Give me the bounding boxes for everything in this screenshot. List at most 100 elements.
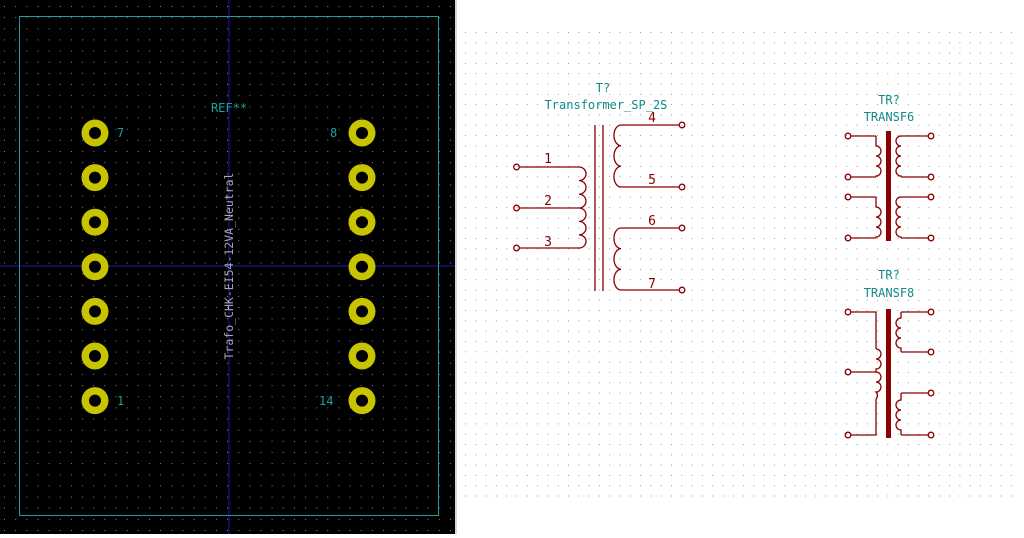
- pin-endpoint[interactable]: [927, 389, 935, 397]
- footprint-reference[interactable]: REF**: [211, 101, 247, 115]
- schematic-view[interactable]: T? Transformer_SP_2S 1: [457, 0, 1024, 534]
- grid-dot: [48, 418, 50, 420]
- symbol-reference[interactable]: TR?: [878, 93, 900, 107]
- footprint-value[interactable]: Trafo_CHK-EI54-12VA_Neutral: [222, 173, 236, 360]
- pin-endpoint[interactable]: [844, 431, 852, 439]
- grid-dot: [405, 229, 407, 230]
- grid-dot: [48, 84, 50, 85]
- grid-dot: [722, 104, 724, 106]
- symbol-value[interactable]: TRANSF8: [864, 286, 915, 300]
- grid-dot: [137, 407, 139, 409]
- pin-endpoint[interactable]: [927, 348, 935, 356]
- grid-dot: [485, 351, 487, 353]
- grid-dot: [547, 83, 549, 85]
- grid-dot: [722, 433, 724, 435]
- pin-endpoint[interactable]: [927, 308, 935, 316]
- pin-endpoint[interactable]: [927, 193, 935, 201]
- grid-dot: [774, 361, 775, 363]
- grid-dot: [126, 61, 128, 63]
- grid-dot: [959, 392, 961, 394]
- grid-dot: [516, 165, 518, 167]
- schematic-canvas[interactable]: T? Transformer_SP_2S 1: [457, 0, 1024, 534]
- symbol-transformer-sp-2s[interactable]: T? Transformer_SP_2S 1: [513, 81, 686, 294]
- pin-endpoint-1[interactable]: [513, 163, 520, 171]
- grid-dot: [609, 495, 611, 497]
- grid-dot: [537, 474, 539, 476]
- grid-dot: [743, 186, 745, 188]
- grid-dot: [969, 341, 971, 342]
- grid-dot: [238, 507, 240, 509]
- pin-endpoint[interactable]: [844, 368, 852, 376]
- symbol-reference[interactable]: TR?: [878, 268, 900, 282]
- pin-endpoint-6[interactable]: [678, 224, 686, 232]
- pin-endpoint-7[interactable]: [678, 286, 686, 294]
- grid-dot: [804, 227, 806, 229]
- grid-dot: [547, 454, 549, 456]
- grid-dot: [609, 382, 611, 384]
- pcb-footprint-view[interactable]: REF** Trafo_CHK-EI54-12VA_Neutral 7 8 1 …: [0, 0, 455, 534]
- symbol-value[interactable]: Transformer_SP_2S: [545, 98, 668, 112]
- grid-dot: [338, 251, 340, 253]
- grid-dot: [70, 385, 72, 387]
- pin-endpoint[interactable]: [844, 173, 852, 181]
- pin-endpoint[interactable]: [927, 132, 935, 140]
- grid-dot: [450, 307, 451, 308]
- pin-endpoint[interactable]: [927, 431, 935, 439]
- pin-endpoint[interactable]: [844, 308, 852, 316]
- grid-dot: [526, 248, 528, 250]
- grid-dot: [383, 184, 385, 186]
- pin-endpoint[interactable]: [927, 173, 935, 181]
- grid-dot: [835, 423, 837, 425]
- grid-dot: [485, 176, 487, 178]
- grid-dot: [856, 207, 858, 209]
- grid-dot: [48, 151, 50, 152]
- symbol-transf8[interactable]: TR? TRANSF8: [844, 268, 935, 439]
- pin-endpoint-3[interactable]: [513, 244, 520, 252]
- grid-dot: [93, 284, 95, 286]
- grid-dot: [959, 186, 961, 188]
- grid-dot: [282, 195, 284, 197]
- grid-dot: [753, 433, 755, 435]
- pane-divider[interactable]: [455, 0, 457, 534]
- symbol-reference[interactable]: T?: [596, 81, 610, 95]
- symbol-value[interactable]: TRANSF6: [864, 110, 915, 124]
- grid-dot: [182, 6, 184, 7]
- pin-endpoint[interactable]: [844, 132, 852, 140]
- pin-endpoint-2[interactable]: [513, 204, 520, 212]
- grid-dot: [825, 299, 827, 301]
- grid-dot: [980, 474, 981, 476]
- pin-endpoint-5[interactable]: [678, 183, 686, 191]
- grid-dot: [949, 320, 951, 322]
- grid-dot: [506, 135, 508, 136]
- grid-dot: [732, 145, 734, 147]
- grid-dot: [238, 362, 240, 364]
- grid-dot: [980, 207, 981, 209]
- grid-dot: [26, 440, 28, 442]
- grid-dot: [405, 251, 407, 253]
- pin-endpoint[interactable]: [844, 234, 852, 242]
- grid-dot: [293, 396, 295, 398]
- grid-dot: [928, 73, 930, 75]
- grid-dot: [327, 128, 329, 130]
- grid-dot: [1000, 258, 1002, 260]
- grid-dot: [640, 341, 642, 342]
- grid-dot: [526, 227, 528, 229]
- pin-endpoint[interactable]: [844, 193, 852, 201]
- pad-group[interactable]: [81, 119, 376, 415]
- grid-dot: [371, 106, 373, 108]
- pcb-editor-canvas[interactable]: REF** Trafo_CHK-EI54-12VA_Neutral 7 8 1 …: [0, 0, 455, 534]
- grid-dot: [856, 93, 858, 95]
- grid-dot: [360, 17, 362, 19]
- grid-dot: [691, 402, 693, 404]
- grid-dot: [722, 227, 724, 229]
- grid-dot: [640, 433, 642, 435]
- grid-dot: [227, 262, 228, 264]
- grid-dot: [516, 361, 518, 363]
- pin-endpoint[interactable]: [927, 234, 935, 242]
- grid-dot: [495, 135, 497, 136]
- grid-dot: [774, 104, 775, 106]
- pin-endpoint-4[interactable]: [678, 121, 686, 129]
- grid-dot: [506, 207, 508, 209]
- grid-dot: [282, 530, 284, 531]
- symbol-transf6[interactable]: TR? TRANSF6: [844, 93, 935, 242]
